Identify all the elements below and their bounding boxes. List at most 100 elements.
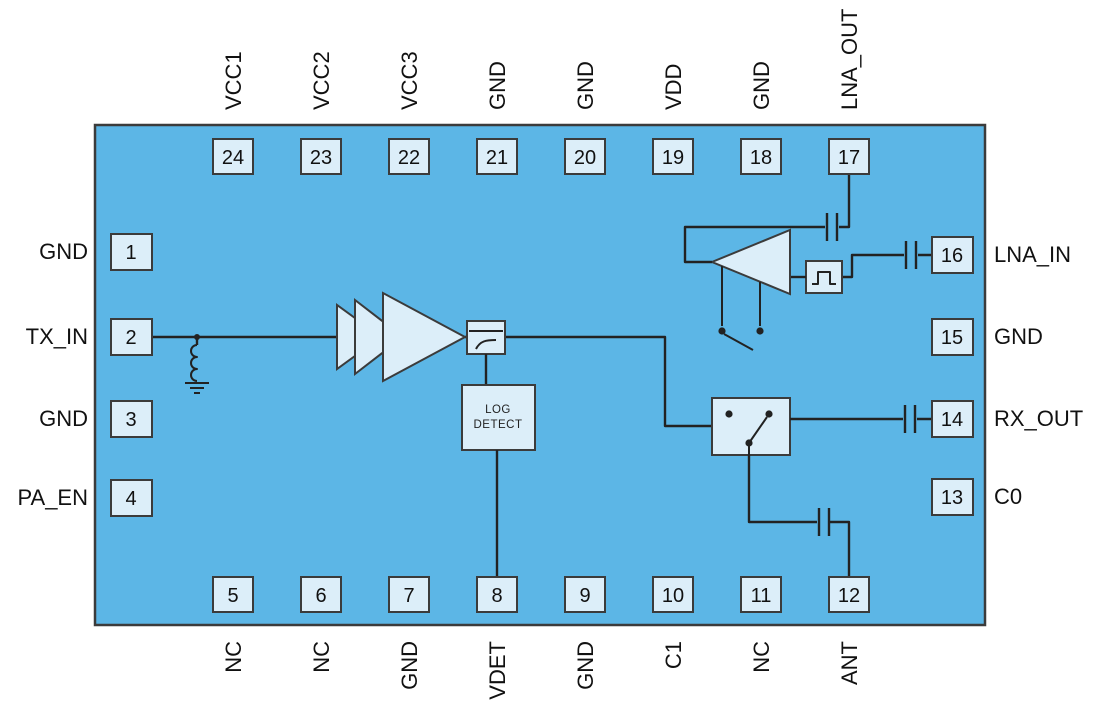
pin-label-gnd-3: GND [39,406,88,431]
svg-text:23: 23 [310,147,332,169]
pin-6: 6 [300,576,342,613]
svg-text:7: 7 [403,585,414,607]
svg-text:20: 20 [574,147,596,169]
chip-body [93,123,987,627]
pin-label-gnd-21: GND [485,61,510,110]
pin-label-vcc2: VCC2 [309,51,334,110]
pin-label-rx-out: RX_OUT [994,406,1083,431]
pin-22: 22 [388,138,430,175]
pin-label-vcc1: VCC1 [221,51,246,110]
pin-14: 14 [931,400,974,438]
pin-label-pa-en: PA_EN [17,485,88,510]
pin-2: 2 [110,318,153,356]
inductor-coil [190,344,198,382]
pin-11: 11 [740,576,782,613]
svg-text:15: 15 [941,327,963,349]
pin-label-nc-5: NC [221,641,246,673]
pin-24: 24 [212,138,254,175]
pin-5: 5 [212,576,254,613]
junction-dot [194,334,200,340]
lna-switch-stubs [721,266,761,326]
pin-label-gnd-1: GND [39,239,88,264]
ground-symbol [185,382,209,394]
svg-text:16: 16 [941,245,963,267]
pin-18: 18 [740,138,782,175]
pin-23: 23 [300,138,342,175]
svg-text:2: 2 [125,327,136,349]
svg-text:11: 11 [751,585,772,607]
coupler-coupled-line [475,339,497,350]
svg-text:8: 8 [491,585,502,607]
svg-text:6: 6 [315,585,326,607]
pin-8: 8 [476,576,518,613]
lna-switch-dot-right [756,327,764,335]
pin-13: 13 [931,478,974,516]
lna-amp-icon [709,228,791,296]
svg-text:9: 9 [579,585,590,607]
lna-filter-block [805,260,843,294]
pa-stage3-amp-icon [382,291,468,383]
pin-label-vcc3: VCC3 [397,51,422,110]
lna-in-cap-icon [904,241,918,269]
coupler-block [466,320,506,355]
pin-15: 15 [931,318,974,356]
pin-label-gnd-15: GND [994,324,1043,349]
lna-switch-arm [723,333,754,351]
antenna-dc-block-cap-icon [817,508,831,536]
pin-label-vdd: VDD [661,64,686,110]
svg-text:12: 12 [838,585,860,607]
pin-label-vdet: VDET [485,641,510,700]
lna-in-wire [842,253,932,279]
pin-label-nc-11: NC [749,641,774,673]
pin-12: 12 [828,576,870,613]
pin-label-lna-in: LNA_IN [994,242,1071,267]
pin-21: 21 [476,138,518,175]
svg-text:10: 10 [662,585,684,607]
pin-label-ant: ANT [837,641,862,685]
pin-label-tx-in: TX_IN [26,324,88,349]
pin-19: 19 [652,138,694,175]
log-detect-block [461,384,536,451]
lna-out-wire [683,174,851,264]
pin-label-gnd-20: GND [573,61,598,110]
svg-text:21: 21 [486,147,508,169]
log-detect-label-line1: LOG [485,404,511,416]
svg-text:24: 24 [222,147,244,169]
switch-throw-dot-left [725,410,733,418]
pin-20: 20 [564,138,606,175]
svg-text:5: 5 [227,585,238,607]
pin-label-nc-6: NC [309,641,334,673]
tr-switch-block [711,397,791,456]
svg-text:3: 3 [125,409,136,431]
pin-4: 4 [110,479,153,517]
log-detect-label-line2: DETECT [474,419,523,431]
pin-10: 10 [652,576,694,613]
pin-3: 3 [110,400,153,438]
svg-text:1: 1 [125,242,136,264]
pin-1: 1 [110,233,153,271]
svg-text:14: 14 [941,409,963,431]
switch-arm [748,416,768,455]
pa-stage2-amp-icon [354,297,405,377]
antenna-wire [747,455,851,577]
svg-text:18: 18 [750,147,772,169]
pin-17: 17 [828,138,870,175]
pin-label-gnd-18: GND [749,61,774,110]
pin-16: 16 [931,236,974,274]
svg-text:22: 22 [398,147,420,169]
lna-switch-dot-left [718,327,726,335]
pin-label-lna-out: LNA_OUT [837,9,862,110]
pin-label-c0: C0 [994,484,1022,509]
svg-text:4: 4 [125,488,136,510]
svg-text:13: 13 [941,487,963,509]
pin-label-c1: C1 [661,641,686,669]
pin-7: 7 [388,576,430,613]
lna-out-cap-icon [825,213,839,241]
pin-label-gnd-9: GND [573,641,598,690]
svg-text:17: 17 [838,147,860,169]
pin-9: 9 [564,576,606,613]
svg-text:19: 19 [662,147,684,169]
filter-response-icon [812,271,836,285]
